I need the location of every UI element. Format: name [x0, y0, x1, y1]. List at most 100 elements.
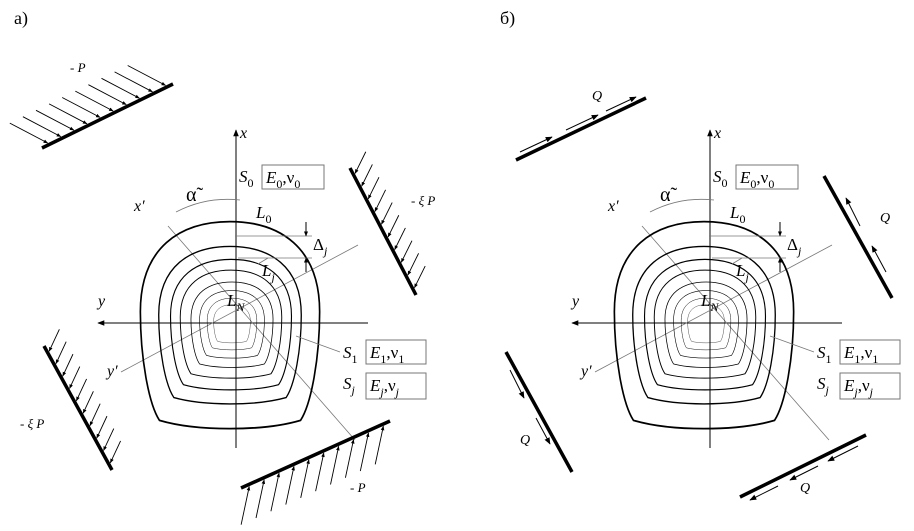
pressure-arrow — [22, 116, 62, 138]
pressure-arrow — [82, 391, 94, 414]
shear-arrow — [845, 197, 861, 227]
Sj-material-box — [839, 372, 901, 400]
Sj-material: Ej,νj — [369, 376, 400, 399]
panel-a-label: а) — [14, 8, 28, 29]
pressure-arrow — [374, 425, 385, 465]
shear-left: Q — [504, 351, 574, 473]
x-rot-label: x′ — [133, 198, 145, 215]
shear-label: Q — [592, 89, 602, 104]
shear-arrow — [749, 485, 779, 501]
pressure-arrow — [89, 403, 101, 427]
pressure-arrow — [103, 428, 115, 451]
shear-arrow — [509, 369, 525, 399]
load-plate — [348, 167, 418, 296]
pressure-arrow — [381, 202, 393, 225]
pressure-arrow — [407, 253, 419, 276]
Lj-label: Lj — [261, 261, 275, 284]
y-rot-label: y′ — [105, 363, 118, 380]
x-rot-label: x′ — [607, 198, 619, 215]
load-left: - ξ P — [20, 329, 121, 471]
pressure-arrow — [48, 329, 60, 352]
load-arrows — [354, 151, 426, 289]
x-axis-label: x — [239, 125, 247, 142]
load-bottom-right: - P — [240, 419, 391, 525]
contour-4 — [653, 269, 757, 379]
shear-label: Q — [880, 211, 890, 226]
contour-outer — [139, 220, 321, 430]
load-right: - ξ P — [348, 151, 435, 296]
load-plate — [42, 345, 114, 471]
pressure-arrow — [344, 439, 355, 478]
shear-arrow — [519, 136, 553, 153]
shear-right: Q — [822, 175, 894, 299]
S0-label: S0 — [239, 167, 254, 190]
load-arrows — [48, 329, 121, 464]
S1-leader — [769, 335, 815, 353]
shear-arrow — [789, 465, 819, 481]
pressure-arrow — [62, 353, 74, 377]
L0-label: L0 — [255, 203, 271, 226]
panel-b-label: б) — [500, 8, 515, 29]
contour-4 — [179, 269, 283, 379]
S1-leader — [295, 335, 341, 353]
pressure-arrow — [127, 65, 166, 86]
x-axis-label: x — [713, 125, 721, 142]
pressure-arrow — [55, 341, 67, 365]
load-label: - ξ P — [411, 193, 435, 208]
load-arrows — [240, 425, 385, 525]
pressure-arrow — [330, 445, 340, 485]
pressure-arrow — [361, 164, 373, 187]
pressure-arrow — [9, 122, 49, 144]
Sj-material: Ej,νj — [843, 376, 874, 399]
Sj-label: Sj — [817, 374, 830, 397]
pressure-arrow — [61, 97, 101, 118]
contour-set — [613, 220, 795, 430]
pressure-arrow — [35, 109, 75, 131]
shear-arrow — [871, 245, 887, 273]
S0-material-box — [735, 164, 799, 190]
pressure-arrow — [285, 465, 295, 505]
pressure-arrow — [394, 227, 406, 251]
pressure-arrow — [109, 440, 121, 464]
pressure-arrow — [255, 479, 266, 519]
Lj-label: Lj — [735, 261, 749, 284]
delta-label: Δj — [787, 235, 802, 258]
pressure-arrow — [88, 84, 127, 106]
shear-arrow — [535, 417, 551, 445]
S1-material: E1,ν1 — [369, 343, 404, 366]
pressure-arrow — [69, 366, 81, 389]
pressure-arrow — [75, 90, 114, 112]
contour-set — [139, 220, 321, 430]
load-plate — [41, 82, 174, 150]
pressure-arrow — [367, 176, 380, 200]
S1-material-box — [839, 339, 901, 365]
pressure-arrow — [374, 189, 386, 212]
pressure-arrow — [387, 215, 400, 238]
pressure-arrow — [101, 77, 140, 99]
pressure-arrow — [270, 472, 280, 512]
delta-label: Δj — [313, 235, 328, 258]
load-arrows — [9, 65, 166, 144]
load-plate — [240, 419, 391, 490]
y-axis-label: y — [96, 293, 106, 310]
pressure-arrow — [354, 151, 367, 174]
LN-label: LN — [226, 291, 245, 314]
load-top-left: - P — [9, 60, 174, 150]
contour-core — [687, 304, 725, 344]
shear-bottom-right: Q — [739, 433, 867, 501]
shear-top-left: Q — [515, 89, 647, 162]
pressure-arrow — [75, 378, 87, 402]
load-label: - P — [350, 480, 366, 495]
shear-arrow — [605, 96, 637, 112]
S1-material: E1,ν1 — [843, 343, 878, 366]
pressure-arrow — [96, 415, 108, 439]
pressure-arrow — [114, 71, 153, 93]
y-axis-label: y — [570, 293, 580, 310]
S0-material: E0,ν0 — [739, 168, 774, 191]
pressure-arrow — [414, 265, 426, 289]
shear-label: Q — [800, 481, 810, 496]
shear-plate — [822, 175, 894, 299]
contour-outer — [613, 220, 795, 430]
